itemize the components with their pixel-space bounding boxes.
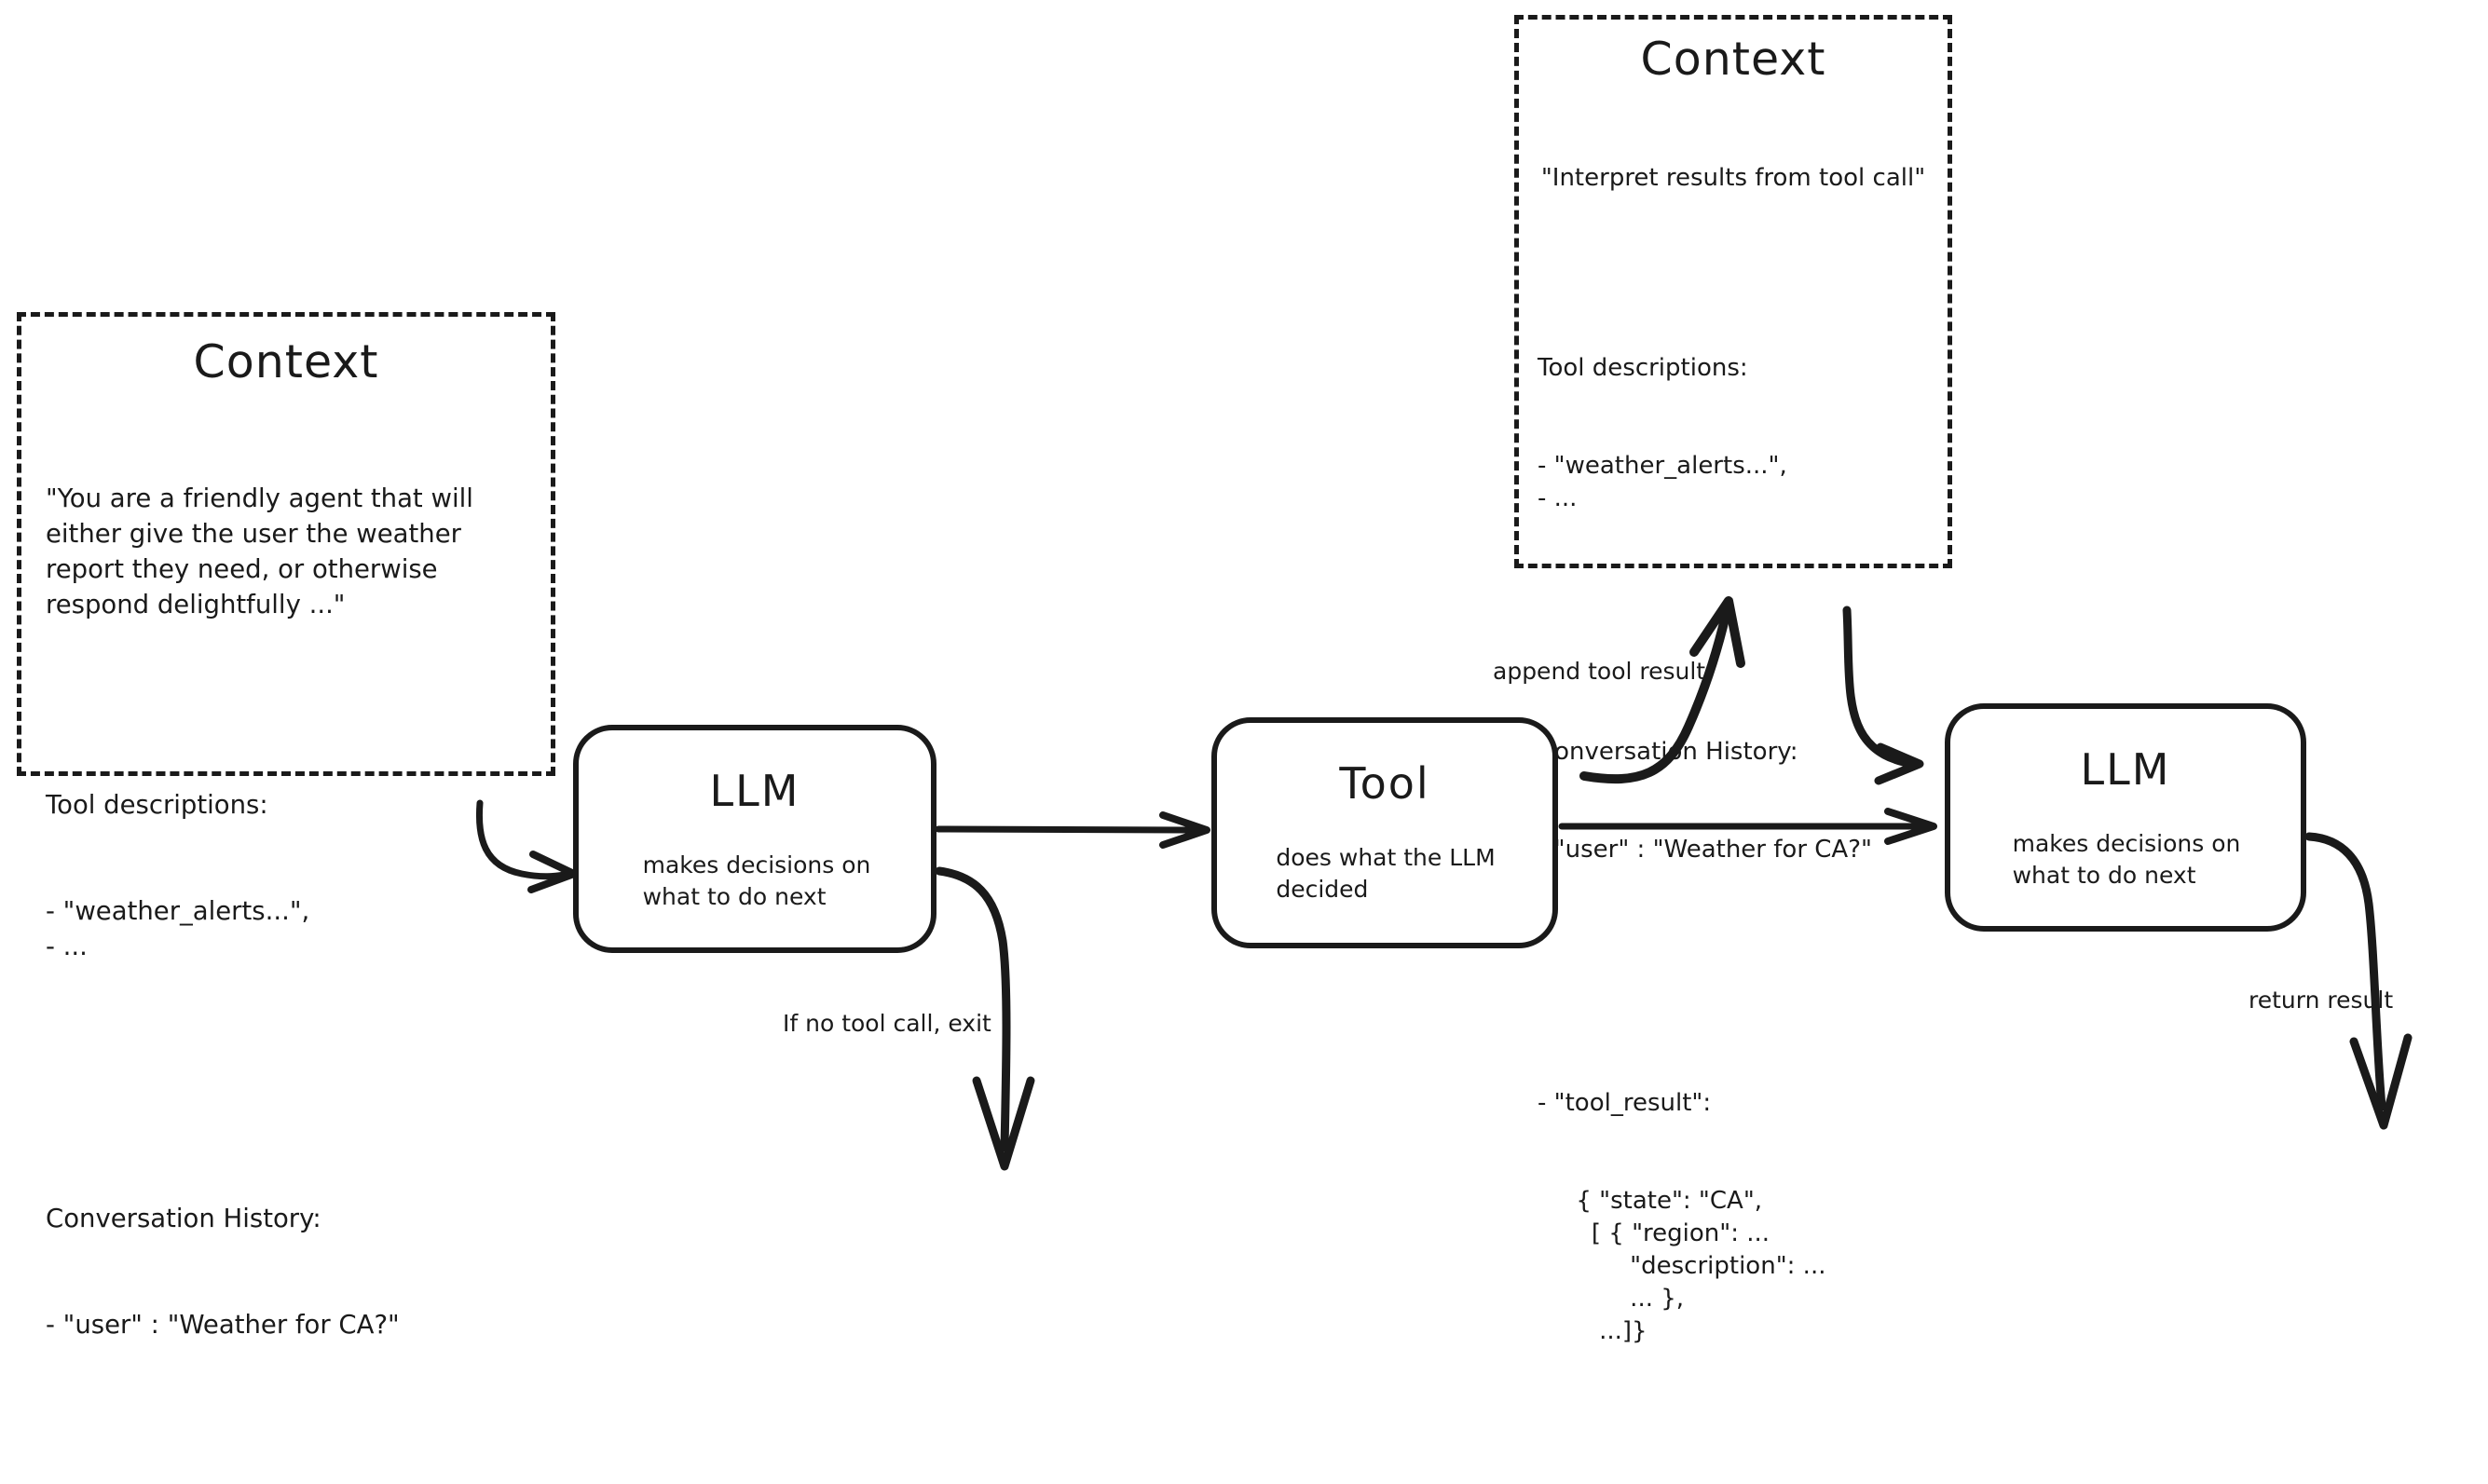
node-tool-title: Tool	[1339, 758, 1430, 809]
context-right-conversation-history-heading: Conversation History:	[1538, 737, 1798, 766]
context-left-tool-descriptions: Tool descriptions: - "weather_alerts..."…	[46, 718, 526, 1036]
context-left-system-prompt: "You are a friendly agent that will eith…	[46, 483, 482, 619]
node-llm-first-title: LLM	[709, 766, 800, 816]
node-llm-second-subtitle: makes decisions on what to do next	[2012, 830, 2241, 889]
context-right-tool-result-body: { "state": "CA", [ { "region": ... "desc…	[1576, 1186, 1826, 1346]
context-left-conversation-history: Conversation History: - "user" : "Weathe…	[46, 1131, 526, 1414]
context-right-tool-result-label: - "tool_result":	[1538, 1088, 1712, 1117]
edge-label-if-no-tool-call-exit: If no tool call, exit	[783, 1010, 991, 1037]
context-right-system-prompt: "Interpret results from tool call"	[1540, 164, 1926, 193]
context-left-conversation-history-lines: - "user" : "Weather for CA?"	[46, 1309, 400, 1340]
diagram-canvas: Context "You are a friendly agent that w…	[17, 15, 2413, 1345]
context-box-left: Context "You are a friendly agent that w…	[17, 312, 555, 1340]
context-right-conversation-history-user: - "user" : "Weather for CA?"	[1538, 835, 1872, 864]
context-left-body: "You are a friendly agent that will eith…	[46, 411, 526, 1484]
node-llm-second-title: LLM	[2080, 744, 2171, 795]
context-box-right: Context "Interpret results from tool cal…	[1514, 15, 1952, 1345]
node-llm-first-subtitle: makes decisions on what to do next	[642, 851, 871, 910]
node-tool-subtitle: does what the LLM decided	[1276, 844, 1496, 903]
context-left-conversation-history-heading: Conversation History:	[46, 1203, 321, 1233]
context-left-tool-descriptions-heading: Tool descriptions:	[46, 790, 268, 821]
edge-label-return-result: return result	[2249, 987, 2394, 1014]
context-right-title: Context	[1640, 33, 1826, 86]
context-right-tool-descriptions-lines: - "weather_alerts...", - ...	[1538, 451, 1787, 513]
arrow-llm1-to-tool	[935, 811, 1210, 849]
node-llm-second[interactable]: LLM makes decisions on what to do next	[1945, 703, 2306, 932]
context-left-tool-descriptions-lines: - "weather_alerts...", - ...	[46, 896, 310, 962]
context-right-tool-descriptions-heading: Tool descriptions:	[1538, 353, 1748, 382]
node-tool[interactable]: Tool does what the LLM decided	[1211, 717, 1558, 948]
context-left-title: Context	[193, 335, 379, 388]
edge-label-append-tool-result: append tool result	[1493, 658, 1706, 685]
context-right-tool-result: - "tool_result": { "state": "CA", [ { "r…	[1538, 1021, 1929, 1413]
node-llm-first[interactable]: LLM makes decisions on what to do next	[573, 725, 936, 953]
context-right-tool-descriptions: Tool descriptions: - "weather_alerts..."…	[1538, 286, 1929, 580]
context-right-body: "Interpret results from tool call" Tool …	[1538, 97, 1929, 1479]
context-right-conversation-history: Conversation History: - "user" : "Weathe…	[1538, 671, 1929, 933]
arrow-return-result	[2304, 832, 2413, 1130]
